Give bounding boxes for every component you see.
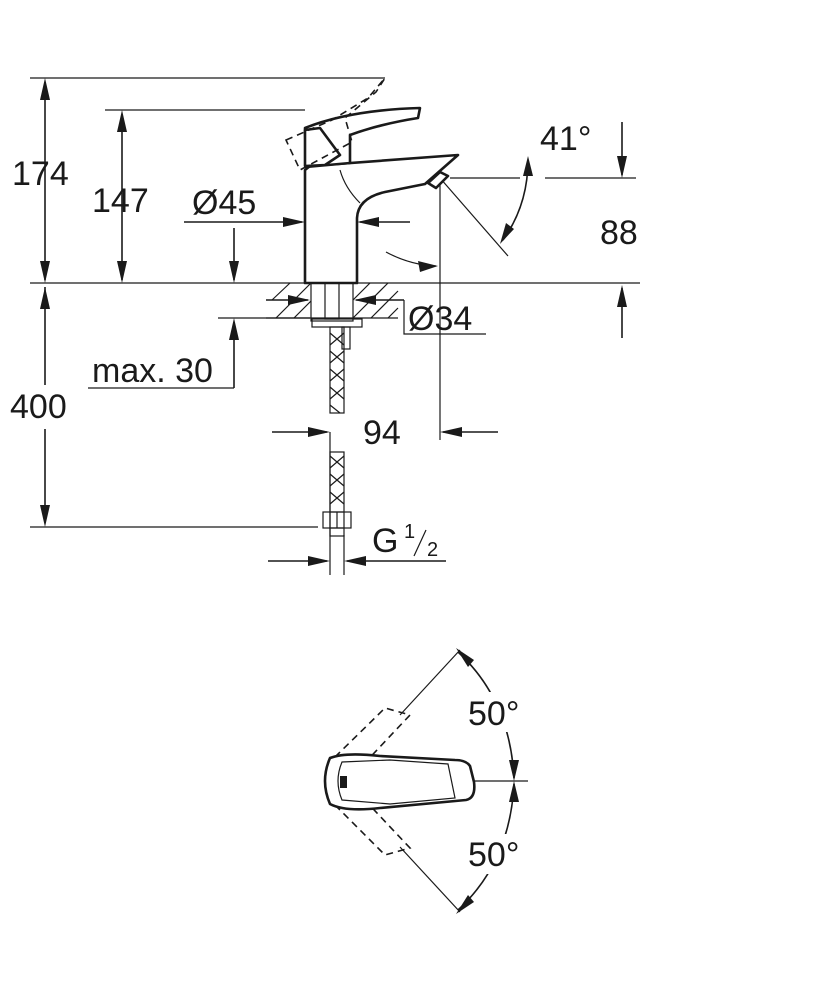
- dim-lever-rotation-upper: 50°: [456, 648, 535, 781]
- top-view: 50° 50°: [323, 648, 535, 914]
- dim-deck-thickness: max. 30: [88, 228, 310, 390]
- label-spout-projection: 94: [363, 414, 401, 452]
- label-mounting-hole: Ø34: [408, 300, 472, 338]
- dim-spout-angle: 41°: [439, 120, 591, 257]
- label-lever-rotation-lower: 50°: [468, 836, 519, 874]
- label-connection-main: G: [372, 522, 398, 560]
- side-view: 174 147 400 Ø45: [8, 77, 640, 575]
- dim-spout-outlet-height: 88: [600, 122, 638, 338]
- label-total-height: 174: [12, 155, 69, 193]
- faucet-lever: [284, 77, 422, 172]
- dim-mounting-hole: Ø34: [266, 295, 486, 338]
- label-lever-rotation-upper: 50°: [468, 695, 519, 733]
- label-connection-num: 1: [404, 521, 415, 543]
- label-body-diameter: Ø45: [192, 184, 256, 222]
- dim-spout-height: 147: [92, 110, 149, 283]
- dim-spout-projection: 94: [272, 414, 498, 452]
- mounting-shank: [310, 282, 363, 350]
- supply-hose: [322, 326, 352, 537]
- body-detail-arcs: [385, 251, 438, 272]
- dim-total-height: 174: [12, 78, 69, 523]
- label-connection-den: 2: [427, 539, 438, 561]
- label-deck-thickness: max. 30: [92, 352, 213, 390]
- dim-connection: G 1 2: [268, 521, 446, 566]
- label-hose-length: 400: [10, 388, 67, 426]
- label-spout-outlet-height: 88: [600, 214, 638, 252]
- label-spout-angle: 41°: [540, 120, 591, 158]
- label-spout-height: 147: [92, 182, 149, 220]
- lever-top-view: [323, 753, 476, 811]
- dim-body-diameter: Ø45: [184, 184, 410, 227]
- countertop-section: [266, 282, 399, 319]
- dim-hose-length: 400: [8, 287, 82, 527]
- dim-lever-rotation-lower: 50°: [456, 781, 535, 914]
- faucet-body: [303, 153, 460, 285]
